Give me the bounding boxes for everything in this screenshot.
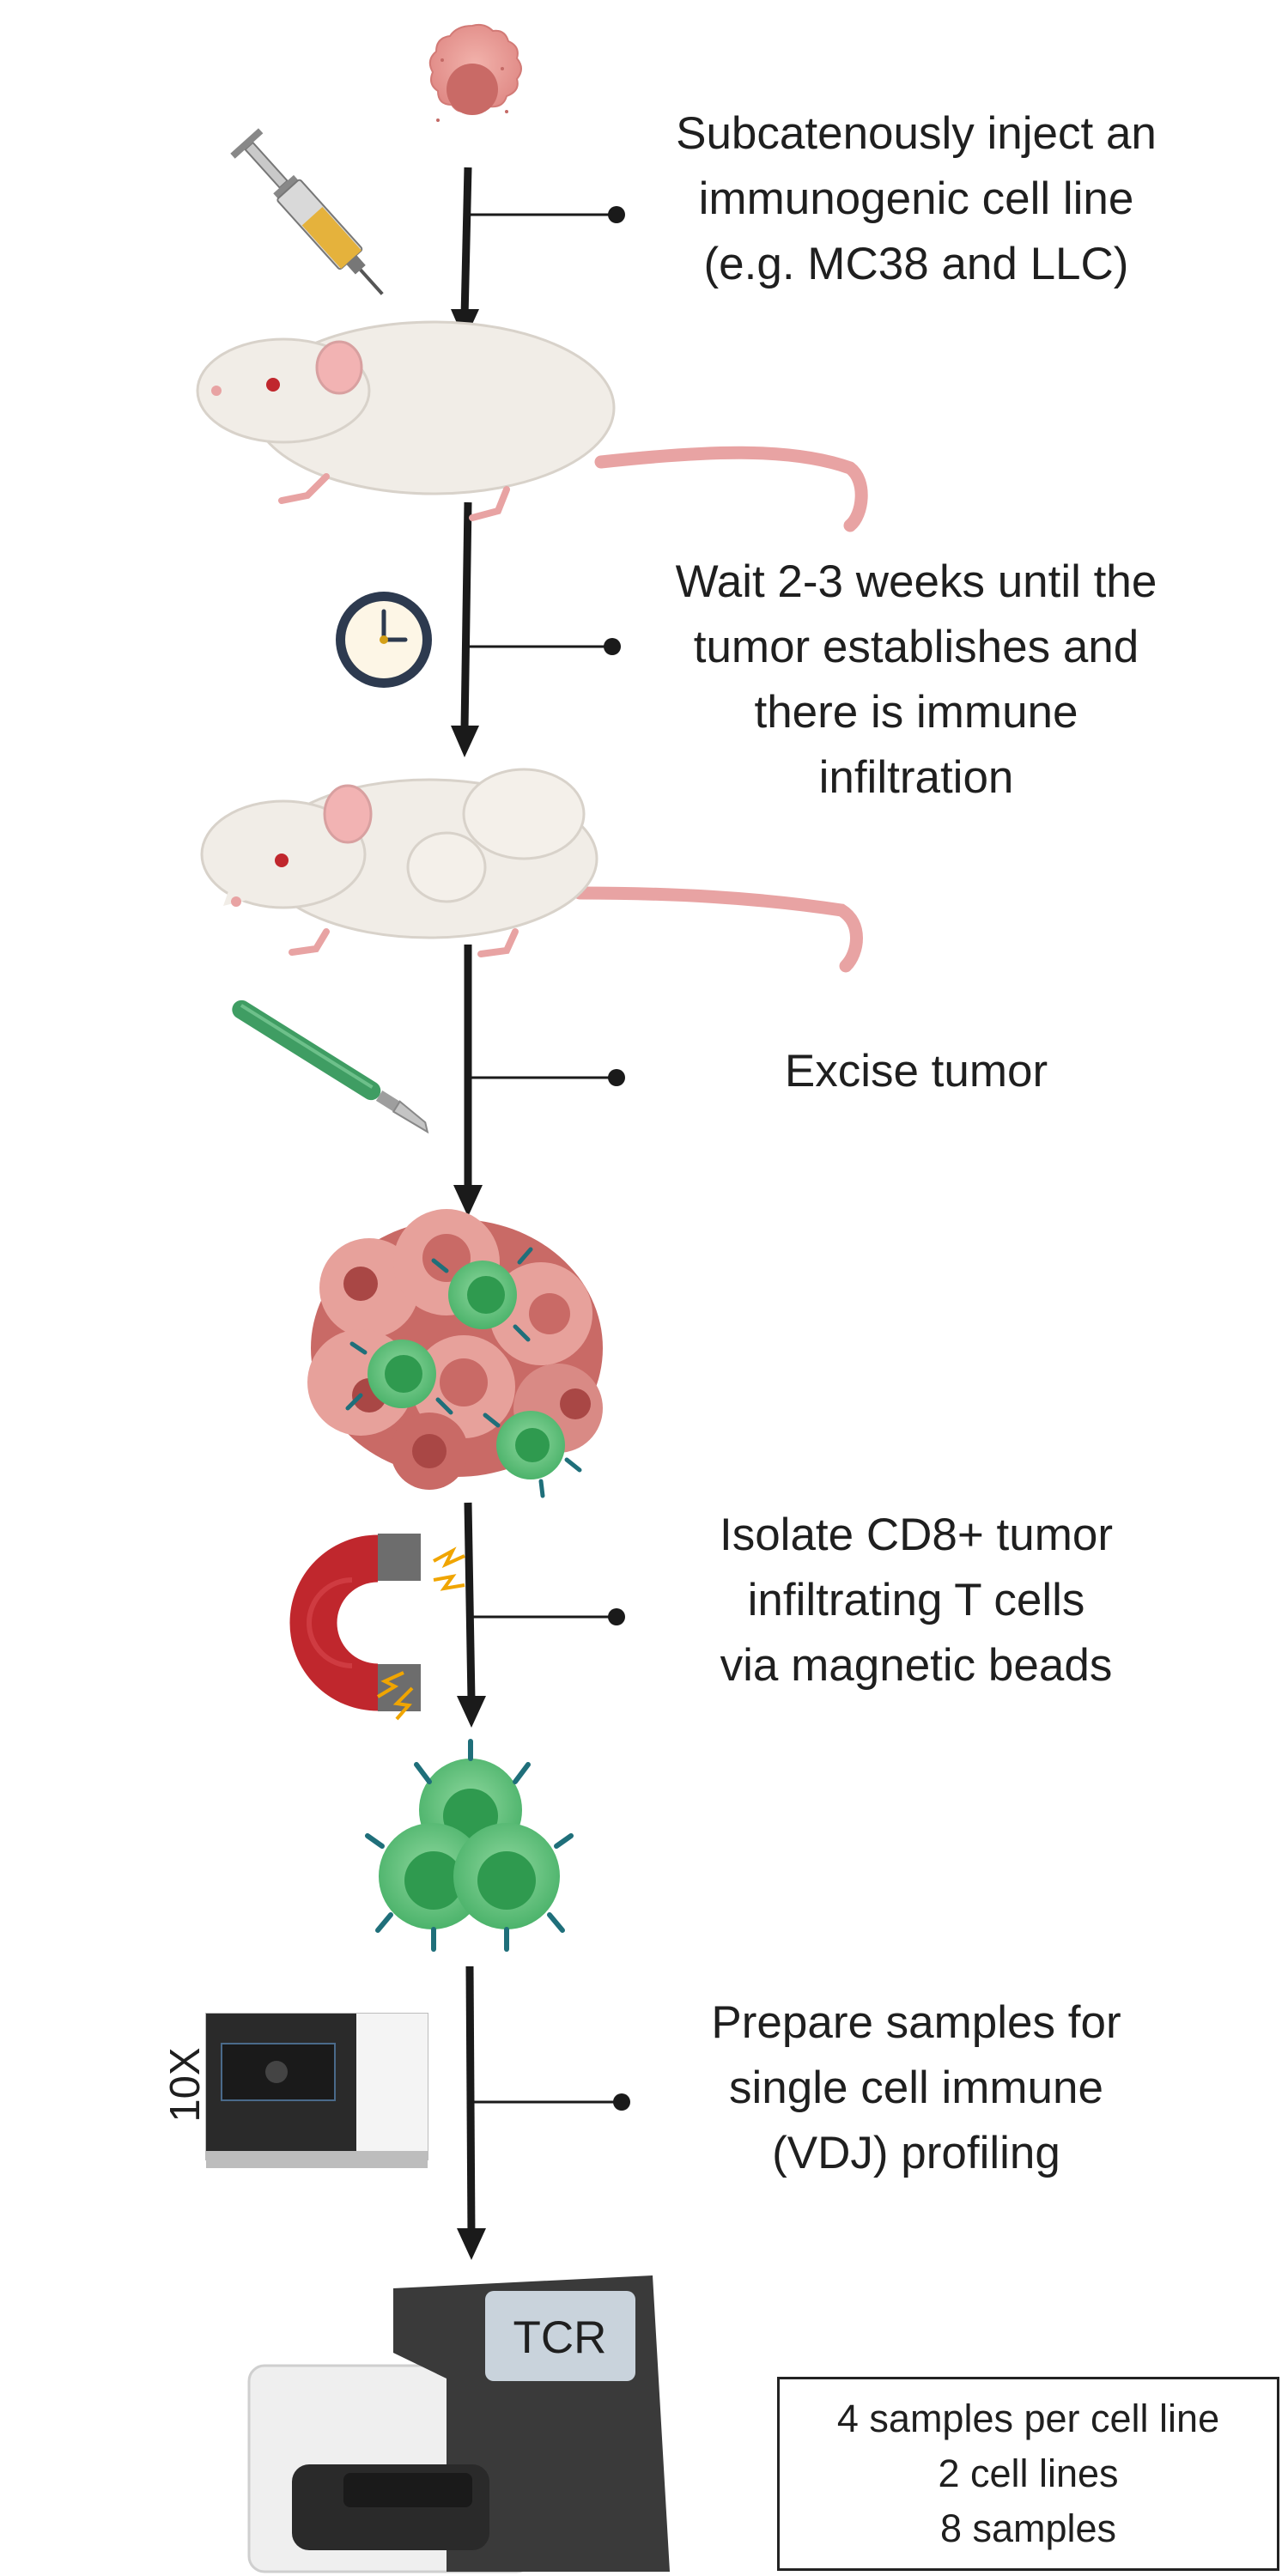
step-text-line: tumor establishes and [693, 622, 1139, 672]
step-text-line: Wait 2-3 weeks until the [675, 556, 1157, 607]
summary-line: 4 samples per cell line [836, 2397, 1220, 2440]
step-text-line: Subcatenously inject an [676, 108, 1157, 159]
syringe-icon [230, 128, 384, 295]
mouse-icon [196, 320, 868, 532]
step-prepare-text: Prepare samples for single cell immune (… [650, 1990, 1182, 2186]
step-text-line: (VDJ) profiling [772, 2128, 1060, 2178]
scalpel-icon [232, 999, 429, 1134]
step-text-line: (e.g. MC38 and LLC) [703, 239, 1129, 289]
sample-summary-box: 4 samples per cell line 2 cell lines 8 s… [777, 2377, 1279, 2571]
step-text-line: Excise tumor [784, 1046, 1048, 1097]
t-cell-in-tumor [496, 1411, 565, 1479]
step-inject-text: Subcatenously inject an immunogenic cell… [650, 101, 1182, 297]
summary-line: 2 cell lines [938, 2451, 1119, 2495]
step-text-line: via magnetic beads [720, 1640, 1113, 1691]
sequencer-icon [247, 2275, 670, 2573]
t-cell-in-tumor [368, 1340, 436, 1408]
step-text-line: infiltrating T cells [747, 1575, 1085, 1625]
tumor-mass-icon [307, 1209, 603, 1498]
clock-icon [336, 592, 432, 688]
step-text-line: immunogenic cell line [698, 173, 1134, 224]
step-text-line: Isolate CD8+ tumor [719, 1510, 1114, 1560]
t-cell-cluster-icon [365, 1739, 574, 1952]
mouse-with-tumor-icon [200, 768, 863, 973]
tumor-cell-icon [428, 23, 522, 122]
step-text-line: infiltration [818, 752, 1014, 803]
step-excise-text: Excise tumor [650, 1039, 1182, 1104]
step-text-line: single cell immune [729, 2063, 1103, 2113]
step-wait-text: Wait 2-3 weeks until the tumor establish… [650, 550, 1182, 811]
chromium-controller-icon [205, 2013, 428, 2168]
connector-lines [468, 206, 630, 2111]
summary-line: 8 samples [939, 2506, 1117, 2550]
magnet-icon [289, 1534, 465, 1721]
step-text-line: Prepare samples for [711, 1997, 1121, 2048]
t-cell-in-tumor [448, 1261, 517, 1329]
instrument-label: 10X [162, 2047, 209, 2122]
step-isolate-text: Isolate CD8+ tumor infiltrating T cells … [650, 1503, 1182, 1698]
sequencer-screen-label: TCR [513, 2312, 607, 2363]
step-text-line: there is immune [754, 687, 1078, 738]
